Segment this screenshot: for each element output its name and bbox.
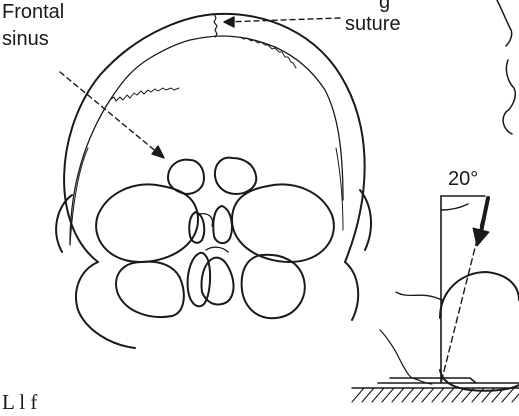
frontal-sinus-label-line1: Frontal	[2, 1, 64, 24]
frontal-sinus-arrowhead	[152, 146, 164, 158]
skull-outline	[64, 14, 365, 262]
side-head-outline	[440, 272, 519, 391]
skull-inner-wiggle	[110, 37, 296, 101]
beam-arrow-shaft	[481, 198, 488, 232]
ethmoid-cell-2	[213, 206, 232, 243]
hair-line	[380, 330, 432, 384]
left-maxillary-sinus	[116, 262, 184, 317]
sagittal-suture-mark	[214, 14, 217, 37]
left-orbit	[96, 184, 198, 262]
suture-arrowhead	[224, 17, 234, 27]
frontal-sinus-label-line2: sinus	[2, 28, 49, 51]
neck-line	[396, 292, 442, 300]
angle-label: 20°	[448, 168, 478, 191]
right-maxillary-sinus	[242, 255, 305, 318]
suture-leader	[224, 18, 340, 22]
suture-label: suture	[345, 13, 401, 36]
beam-direction-line	[441, 220, 482, 383]
beam-arrow-head	[473, 228, 489, 246]
frontal-sinus-right	[215, 158, 256, 194]
frontal-sinus-left	[168, 160, 204, 194]
partial-teeth-sketch	[497, 0, 515, 134]
support-plate	[378, 378, 519, 383]
right-orbit	[232, 184, 334, 262]
angle-arc	[441, 204, 468, 210]
suture-label-partial: g	[379, 0, 390, 14]
right-temporal-lobe	[345, 262, 358, 320]
nasal-cell-center	[206, 247, 228, 252]
